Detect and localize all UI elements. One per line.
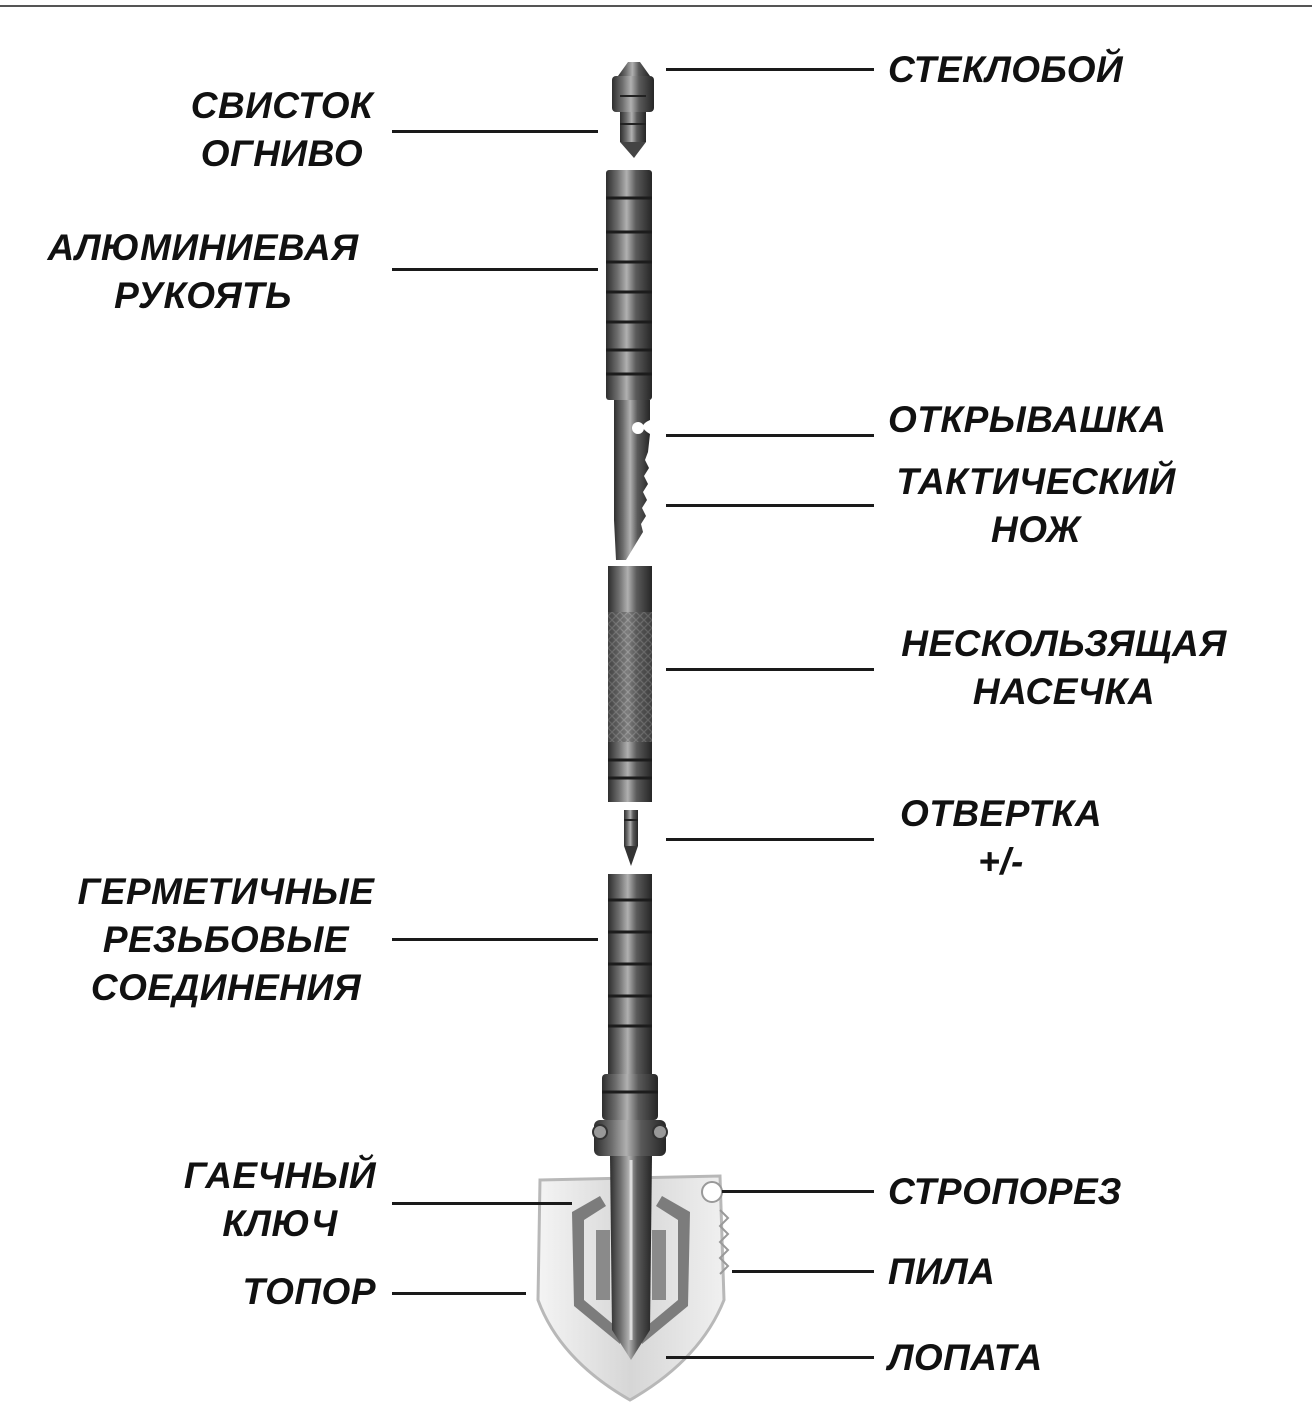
label-tactical-knife: ТАКТИЧЕСКИЙ НОЖ: [896, 461, 1176, 550]
label-aluminium-handle: АЛЮМИНИЕВАЯ РУКОЯТЬ: [47, 227, 359, 316]
leader-threads: [392, 938, 598, 941]
label-screwdriver: ОТВЕРТКА +/-: [899, 793, 1103, 882]
aluminium-handle: [606, 170, 652, 400]
leader-strap-cutter: [722, 1190, 874, 1193]
label-sealed-threads: ГЕРМЕТИЧНЫЕ РЕЗЬБОВЫЕ СОЕДИНЕНИЯ: [77, 871, 375, 1008]
shovel-blade: [536, 1156, 730, 1402]
knurled-segment: [608, 566, 652, 802]
label-anti-slip-knurl: НЕСКОЛЬЗЯЩАЯ НАСЕЧКА: [901, 623, 1227, 712]
label-shovel: ЛОПАТА: [888, 1337, 1043, 1378]
leader-handle: [392, 268, 598, 271]
leader-saw: [732, 1270, 874, 1273]
screwdriver-tip: [624, 810, 638, 866]
glass-breaker-cap: [612, 62, 654, 158]
leader-knurl: [666, 668, 874, 671]
leader-knife: [666, 504, 874, 507]
leader-screwdriver: [666, 838, 874, 841]
label-whistle-firestarter: СВИСТОК ОГНИВО: [190, 85, 374, 174]
top-rule: [0, 5, 1312, 7]
leader-bottle-opener: [666, 434, 874, 437]
label-wrench: ГАЕЧНЫЙ КЛЮЧ: [183, 1155, 377, 1244]
label-strap-cutter: СТРОПОРЕЗ: [888, 1171, 1122, 1212]
threaded-shaft: [592, 874, 668, 1156]
label-axe: ТОПОР: [242, 1271, 376, 1312]
leader-axe: [392, 1292, 526, 1295]
leader-shovel: [666, 1356, 874, 1359]
tactical-knife: [614, 400, 650, 560]
leader-whistle: [392, 130, 598, 133]
leader-wrench: [392, 1202, 572, 1205]
leader-glass-breaker: [666, 68, 874, 71]
label-saw: ПИЛА: [888, 1251, 996, 1292]
label-bottle-opener: ОТКРЫВАШКА: [888, 399, 1167, 440]
label-glass-breaker: СТЕКЛОБОЙ: [888, 49, 1124, 90]
